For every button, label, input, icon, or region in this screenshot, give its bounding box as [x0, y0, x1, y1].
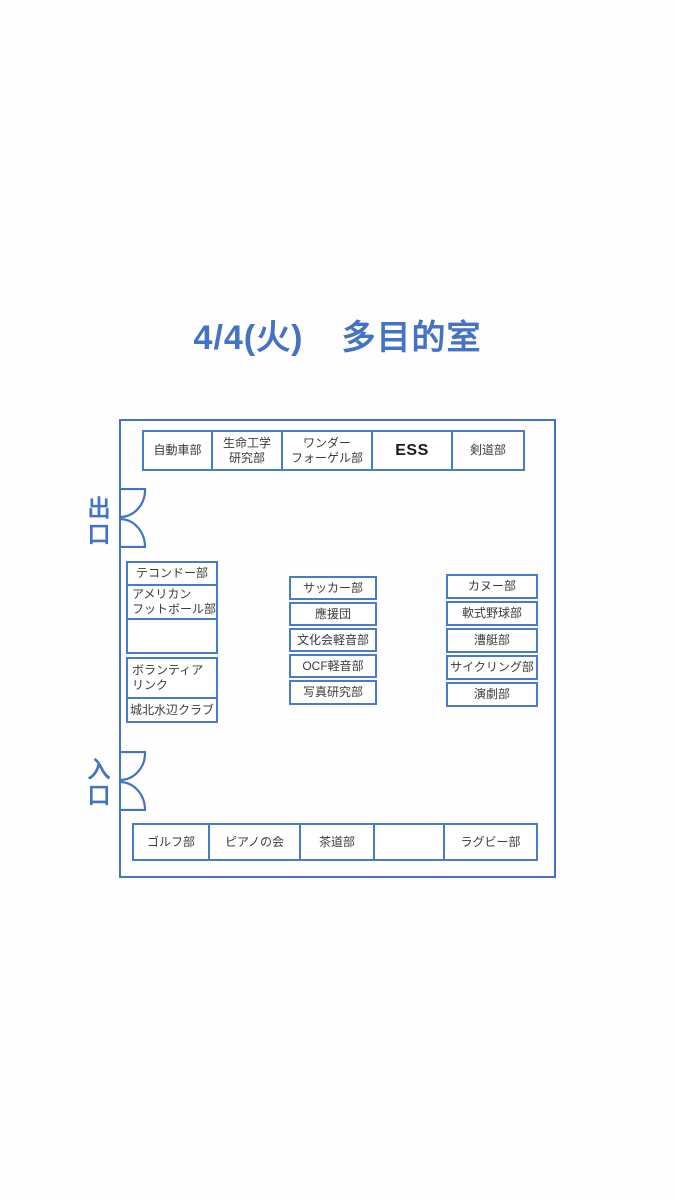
title-room-name: 多目的室	[341, 319, 482, 357]
booth-box: 剣道部	[451, 430, 525, 471]
booth-box: ワンダー フォーゲル部	[281, 430, 373, 471]
entrance-label: 入口	[84, 757, 110, 809]
room-outline: 自動車部 生命工学 研究部 ワンダー フォーゲル部 ESS 剣道部 テコンドー部…	[119, 419, 556, 878]
booth-box: テコンドー部	[126, 561, 218, 586]
booth-box: 軟式野球部	[446, 601, 538, 626]
exit-double-door-icon	[119, 488, 149, 548]
booth-box: 自動車部	[142, 430, 213, 471]
title-date: 4/4(火)	[193, 319, 304, 357]
booth-box: ボランティア リンク	[126, 657, 218, 699]
booth-box: ピアノの会	[208, 823, 301, 861]
booth-box: サッカー部	[289, 576, 377, 600]
booth-box: カヌー部	[446, 574, 538, 599]
booth-box: 城北水辺クラブ	[126, 697, 218, 723]
booth-box: アメリカン フットボール部	[126, 584, 218, 620]
left-booth-column: テコンドー部 アメリカン フットボール部 ボランティア リンク 城北水辺クラブ	[126, 561, 218, 723]
booth-box: 漕艇部	[446, 628, 538, 653]
booth-box: OCF軽音部	[289, 654, 377, 678]
booth-box: 生命工学 研究部	[211, 430, 283, 471]
booth-box: 演劇部	[446, 682, 538, 707]
bottom-booth-row: ゴルフ部 ピアノの会 茶道部 ラグビー部	[132, 823, 538, 861]
empty-booth-box	[126, 618, 218, 654]
middle-booth-column: サッカー部 應援団 文化会軽音部 OCF軽音部 写真研究部	[289, 576, 377, 705]
booth-box: 應援団	[289, 602, 377, 626]
entrance-double-door-icon	[119, 751, 149, 811]
top-booth-row: 自動車部 生命工学 研究部 ワンダー フォーゲル部 ESS 剣道部	[142, 430, 525, 471]
page-title: 4/4(火) 多目的室	[0, 310, 675, 359]
booth-box: ゴルフ部	[132, 823, 210, 861]
booth-box: サイクリング部	[446, 655, 538, 680]
booth-box: 文化会軽音部	[289, 628, 377, 652]
exit-label: 出口	[84, 496, 110, 548]
empty-booth-box	[373, 823, 445, 861]
booth-box: ESS	[371, 430, 453, 471]
booth-box: ラグビー部	[443, 823, 538, 861]
right-booth-column: カヌー部 軟式野球部 漕艇部 サイクリング部 演劇部	[446, 574, 538, 707]
booth-box: 写真研究部	[289, 680, 377, 705]
booth-box: 茶道部	[299, 823, 375, 861]
